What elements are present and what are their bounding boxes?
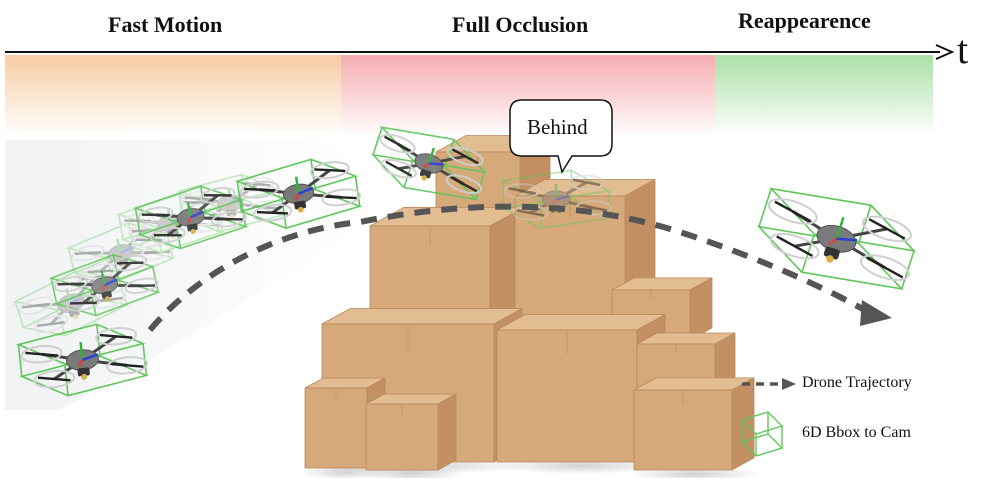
drone-entering-occlusion — [370, 126, 487, 201]
drone-fast-1 — [48, 254, 161, 317]
phase-label-fast-motion: Fast Motion — [108, 12, 223, 37]
phase-label-reappearence: Reappearence — [738, 8, 871, 33]
time-axis — [5, 44, 955, 60]
drone-fast-3 — [234, 158, 363, 229]
time-axis-label: t — [957, 27, 969, 72]
motion-blur-backdrop — [5, 140, 360, 410]
box-bottom-small — [360, 393, 462, 482]
box-bottom-far-left — [299, 377, 391, 480]
drone-fast-2 — [132, 185, 249, 250]
drone-start — [15, 323, 149, 397]
trajectory-arrowhead — [860, 300, 892, 326]
drone-reappeared — [756, 187, 917, 291]
legend-trajectory-icon — [742, 378, 796, 390]
phase-band-reappearence — [715, 55, 933, 133]
phase-label-full-occlusion: Full Occlusion — [452, 12, 589, 37]
phase-band-fast-motion — [5, 55, 341, 133]
box-bottom-right — [628, 377, 760, 482]
bubble-text: Behind — [527, 115, 588, 139]
cardboard-box-pile — [299, 134, 760, 482]
ghost-drone-1 — [12, 268, 130, 337]
legend-trajectory-label: Drone Trajectory — [802, 374, 912, 391]
drone-instances — [15, 126, 917, 397]
behind-speech-bubble — [509, 99, 613, 174]
legend-bbox-icon — [740, 411, 784, 457]
legend-bbox-label: 6D Bbox to Cam — [802, 424, 911, 441]
